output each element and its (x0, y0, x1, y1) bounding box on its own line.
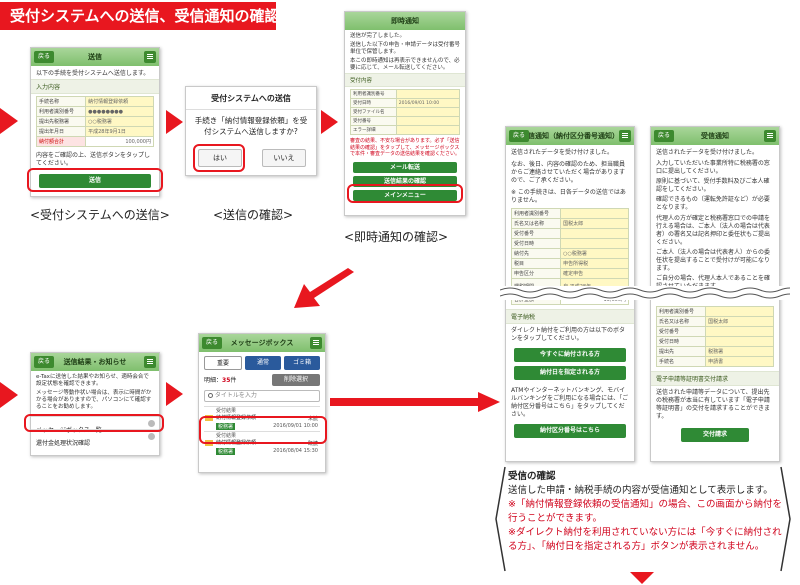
highlight-message-item (199, 416, 327, 444)
search-icon (208, 393, 213, 398)
menu-icon[interactable] (764, 130, 776, 142)
table-row: 手続名称納付情報登録依頼 (35, 96, 154, 107)
message-list-item[interactable]: 受付結果 納付情報登録依頼 税務署 未読 2016/09/01 10:00 (204, 406, 320, 430)
section-heading: 電子納税 (506, 309, 634, 324)
envelope-icon (205, 415, 213, 421)
section-heading: 受付内容 (345, 73, 465, 87)
pay-now-button[interactable]: 今すぐに納付される方 (514, 348, 626, 362)
caption-send: <受付システムへの送信> (30, 208, 170, 222)
arrow-right-icon (0, 108, 18, 134)
confirm-dialog: 受付システムへの送信 手続き「納付情報登録依頼」を受付システムへ送信しますか? … (185, 86, 317, 176)
send-button[interactable]: 送信 (39, 174, 151, 188)
back-button[interactable]: 戻る (34, 356, 55, 368)
bracket-left (495, 466, 506, 572)
wave-separator (500, 286, 790, 300)
table-row: 提出年月日平成28年9月1日 (35, 126, 154, 137)
note-heading: 受信の確認 (508, 471, 556, 482)
menu-icon[interactable] (619, 130, 631, 142)
message-box-header: 戻る メッセージボックス (199, 334, 325, 352)
check-result-button[interactable]: 送信結果の確認 (353, 175, 457, 187)
payment-code-button[interactable]: 納付区分番号はこちら (514, 424, 626, 438)
note-line: ※「納付情報登録依頼の受信通知」の場合、この画面から納付を行うことができます。 (508, 499, 782, 524)
arrow-down-icon (630, 572, 654, 584)
tab-important[interactable]: 重要 (204, 356, 242, 370)
back-button[interactable]: 戻る (202, 337, 223, 349)
caption-confirm: <送信の確認> (213, 208, 294, 222)
table-row: 利用者識別番号●●●●●●●● (35, 106, 154, 117)
list-item[interactable]: 還付金処理状況確認 (31, 429, 159, 447)
tab-trash[interactable]: ゴミ箱 (284, 356, 320, 370)
back-button[interactable]: 戻る (509, 130, 530, 142)
chevron-right-icon (148, 433, 155, 440)
count-row: 明細：35件 削除選択 (199, 370, 325, 386)
page-title: 受付システムへの送信、受信通知の確認 (0, 2, 276, 30)
message-box-screen: 戻る メッセージボックス 重要 通常 ゴミ箱 明細：35件 削除選択 タイトルを… (198, 333, 326, 473)
caption-immediate: <即時通知の確認> (344, 230, 449, 244)
arrow-right-icon (330, 392, 500, 412)
section-heading: 電子申請等証明書交付請求 (651, 371, 779, 386)
results-screen: 戻る 送信結果・お知らせ e-Taxに送信した結果やお知らせ、適時会合で設定状態… (30, 352, 160, 456)
dialog-body: 手続き「納付情報登録依頼」を受付システムへ送信しますか? (194, 116, 308, 136)
yes-button[interactable]: はい (198, 149, 242, 167)
search-input[interactable]: タイトルを入力 (214, 392, 257, 399)
screen-title: 送信 (88, 53, 102, 61)
highlight-yes-button (193, 144, 245, 172)
mail-forward-button[interactable]: メール転送 (353, 161, 457, 173)
results-header: 戻る 送信結果・お知らせ (31, 353, 159, 371)
search-box: タイトルを入力 (204, 390, 320, 402)
arrow-right-icon (321, 110, 338, 134)
arrow-right-icon (0, 382, 18, 408)
menu-icon[interactable] (144, 356, 156, 368)
back-button[interactable]: 戻る (34, 51, 55, 63)
highlight-message-box (24, 414, 164, 432)
send-screen-header: 戻る 送信 (31, 48, 159, 66)
bulk-delete-button[interactable]: 削除選択 (272, 374, 320, 386)
immediate-notice-header: 即時通知 (345, 12, 465, 30)
receipt-notice-header: 戻る 受信通知 (651, 127, 779, 145)
receipt-info-table: 利用者識別番号 氏名又は名称国税太郎 受付番号 受付日時 提出先税務署 手続名申… (655, 306, 774, 367)
no-button[interactable]: いいえ (262, 149, 306, 167)
send-screen: 戻る 送信 以下の手続を受付システムへ送信します。 入力内容 手続名称納付情報登… (30, 47, 160, 197)
note-line: 送信した申請・納税手続の内容が受信通知として表示します。 (508, 485, 773, 496)
menu-icon[interactable] (310, 337, 322, 349)
highlight-send-button (27, 168, 163, 192)
menu-icon[interactable] (144, 51, 156, 63)
section-heading: 入力内容 (31, 79, 159, 94)
warning-text: 審査の結果、不安な場合があります。必ず「送信結果の確認」をタップして、メッセージ… (350, 138, 461, 157)
input-table: 手続名称納付情報登録依頼 利用者識別番号●●●●●●●● 提出先税務署○○税務署… (35, 96, 154, 147)
table-row: 提出先税務署○○税務署 (35, 116, 154, 127)
intro-text: 以下の手続を受付システムへ送信します。 (36, 70, 150, 77)
confirm-note: 内容をご確認の上、送信ボタンをタップしてください。 (36, 152, 151, 167)
payment-notice-header: 戻る 受信通知（納付区分番号通知） (506, 127, 634, 145)
pay-on-date-button[interactable]: 納付日を指定される方 (514, 366, 626, 380)
arrow-down-left-icon (294, 268, 354, 308)
arrow-right-icon (166, 110, 183, 134)
main-menu-button[interactable]: メインメニュー (353, 189, 457, 201)
status-badge: 税務署 (216, 423, 236, 430)
arrow-right-icon (166, 382, 183, 406)
tab-normal[interactable]: 通常 (245, 356, 281, 370)
note-line: ※ダイレクト納付を利用されていない方には「今すぐに納付される方」、「納付日を指定… (508, 527, 782, 552)
divider (186, 109, 316, 110)
bottom-note: 受信の確認 送信した申請・納税手続の内容が受信通知として表示します。 ※「納付情… (508, 470, 782, 554)
chevron-right-icon (148, 420, 155, 427)
tab-bar: 重要 通常 ゴミ箱 (199, 352, 325, 370)
back-button[interactable]: 戻る (654, 130, 675, 142)
highlight-check-result (347, 184, 463, 203)
certificate-request-button[interactable]: 交付請求 (681, 428, 749, 442)
bracket-right (780, 466, 791, 572)
status-badge: 税務署 (216, 448, 236, 455)
immediate-notice-screen: 即時通知 送信が完了しました。 送信した以下の申告・申請データは受付番号単位で保… (344, 11, 466, 216)
dialog-title: 受付システムへの送信 (211, 94, 291, 103)
